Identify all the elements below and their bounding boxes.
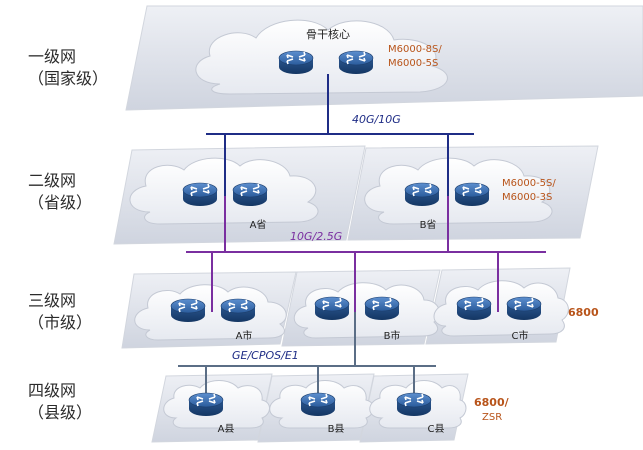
links-province-city: [186, 196, 546, 312]
level-name-3: 三级网: [28, 291, 77, 310]
link-label-10g: 10G/2.5G: [290, 230, 342, 243]
links-backbone-province: [206, 74, 474, 196]
city-node-a: A市: [236, 329, 253, 342]
level-name-2: 二级网: [28, 171, 77, 190]
link-label-ge: GE/CPOS/E1: [232, 349, 299, 362]
router-icon-county-b: [300, 392, 336, 417]
level-scope-4: （县级）: [28, 403, 93, 422]
county-node-a: A县: [218, 423, 235, 435]
province-model-line1: M6000-5S/: [502, 178, 556, 189]
level-scope-3: （市级）: [28, 313, 93, 332]
province-node-a: A省: [250, 218, 267, 231]
level-label-2: 二级网 （省级）: [28, 170, 128, 214]
router-icon-city-c-1: [456, 296, 492, 321]
level-name-1: 一级网: [28, 47, 77, 66]
router-icon-city-b-2: [364, 296, 400, 321]
city-model: 6800: [568, 306, 599, 319]
province-node-b: B省: [420, 218, 437, 231]
router-icon-city-a-1: [170, 298, 206, 323]
router-icon-city-c-2: [506, 296, 542, 321]
router-icon-backbone-2: [338, 50, 374, 75]
county-node-b: B县: [328, 423, 345, 435]
backbone-model-line2: M6000-5S: [388, 58, 438, 69]
cloud-backbone: [195, 19, 448, 95]
router-icon-city-a-2: [220, 298, 256, 323]
router-icon-province-a-1: [182, 182, 218, 207]
router-icon-county-a: [188, 392, 224, 417]
router-icon-backbone-1: [278, 50, 314, 75]
backbone-model-line1: M6000-8S/: [388, 44, 442, 55]
city-node-b: B市: [384, 329, 401, 342]
county-node-c: C县: [428, 423, 445, 435]
city-node-c: C市: [512, 329, 529, 342]
router-icon-province-a-2: [232, 182, 268, 207]
level-name-4: 四级网: [28, 381, 77, 400]
level-label-3: 三级网 （市级）: [28, 290, 128, 334]
level-scope-2: （省级）: [28, 193, 93, 212]
level-label-1: 一级网 （国家级）: [28, 46, 128, 90]
router-icon-county-c: [396, 392, 432, 417]
province-model-line2: M6000-3S: [502, 192, 552, 203]
router-icon-province-b-1: [404, 182, 440, 207]
router-icon-city-b-1: [314, 296, 350, 321]
cloud-city-a: [134, 284, 287, 341]
cloud-city-c: [433, 280, 569, 337]
router-icon-province-b-2: [454, 182, 490, 207]
link-label-40g: 40G/10G: [352, 113, 401, 126]
level-label-4: 四级网 （县级）: [28, 380, 128, 424]
county-model-line2: ZSR: [482, 412, 502, 423]
level-scope-1: （国家级）: [28, 69, 109, 88]
backbone-label: 骨干核心: [306, 27, 350, 41]
county-model-line1: 6800/: [474, 396, 510, 409]
